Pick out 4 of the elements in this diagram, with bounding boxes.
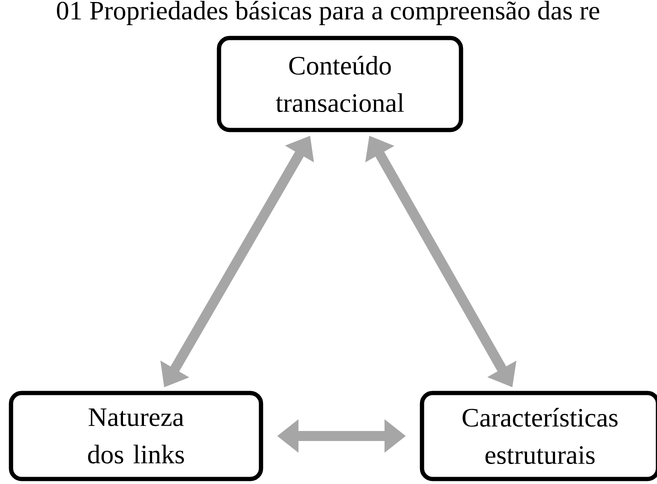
process-box: Natureza dos links (8, 390, 264, 482)
process-box: Características estruturais (420, 390, 657, 482)
process-box: Conteúdo transacional (216, 36, 464, 132)
title: 01 Propriedades básicas para a compreensão das re (56, 0, 600, 26)
